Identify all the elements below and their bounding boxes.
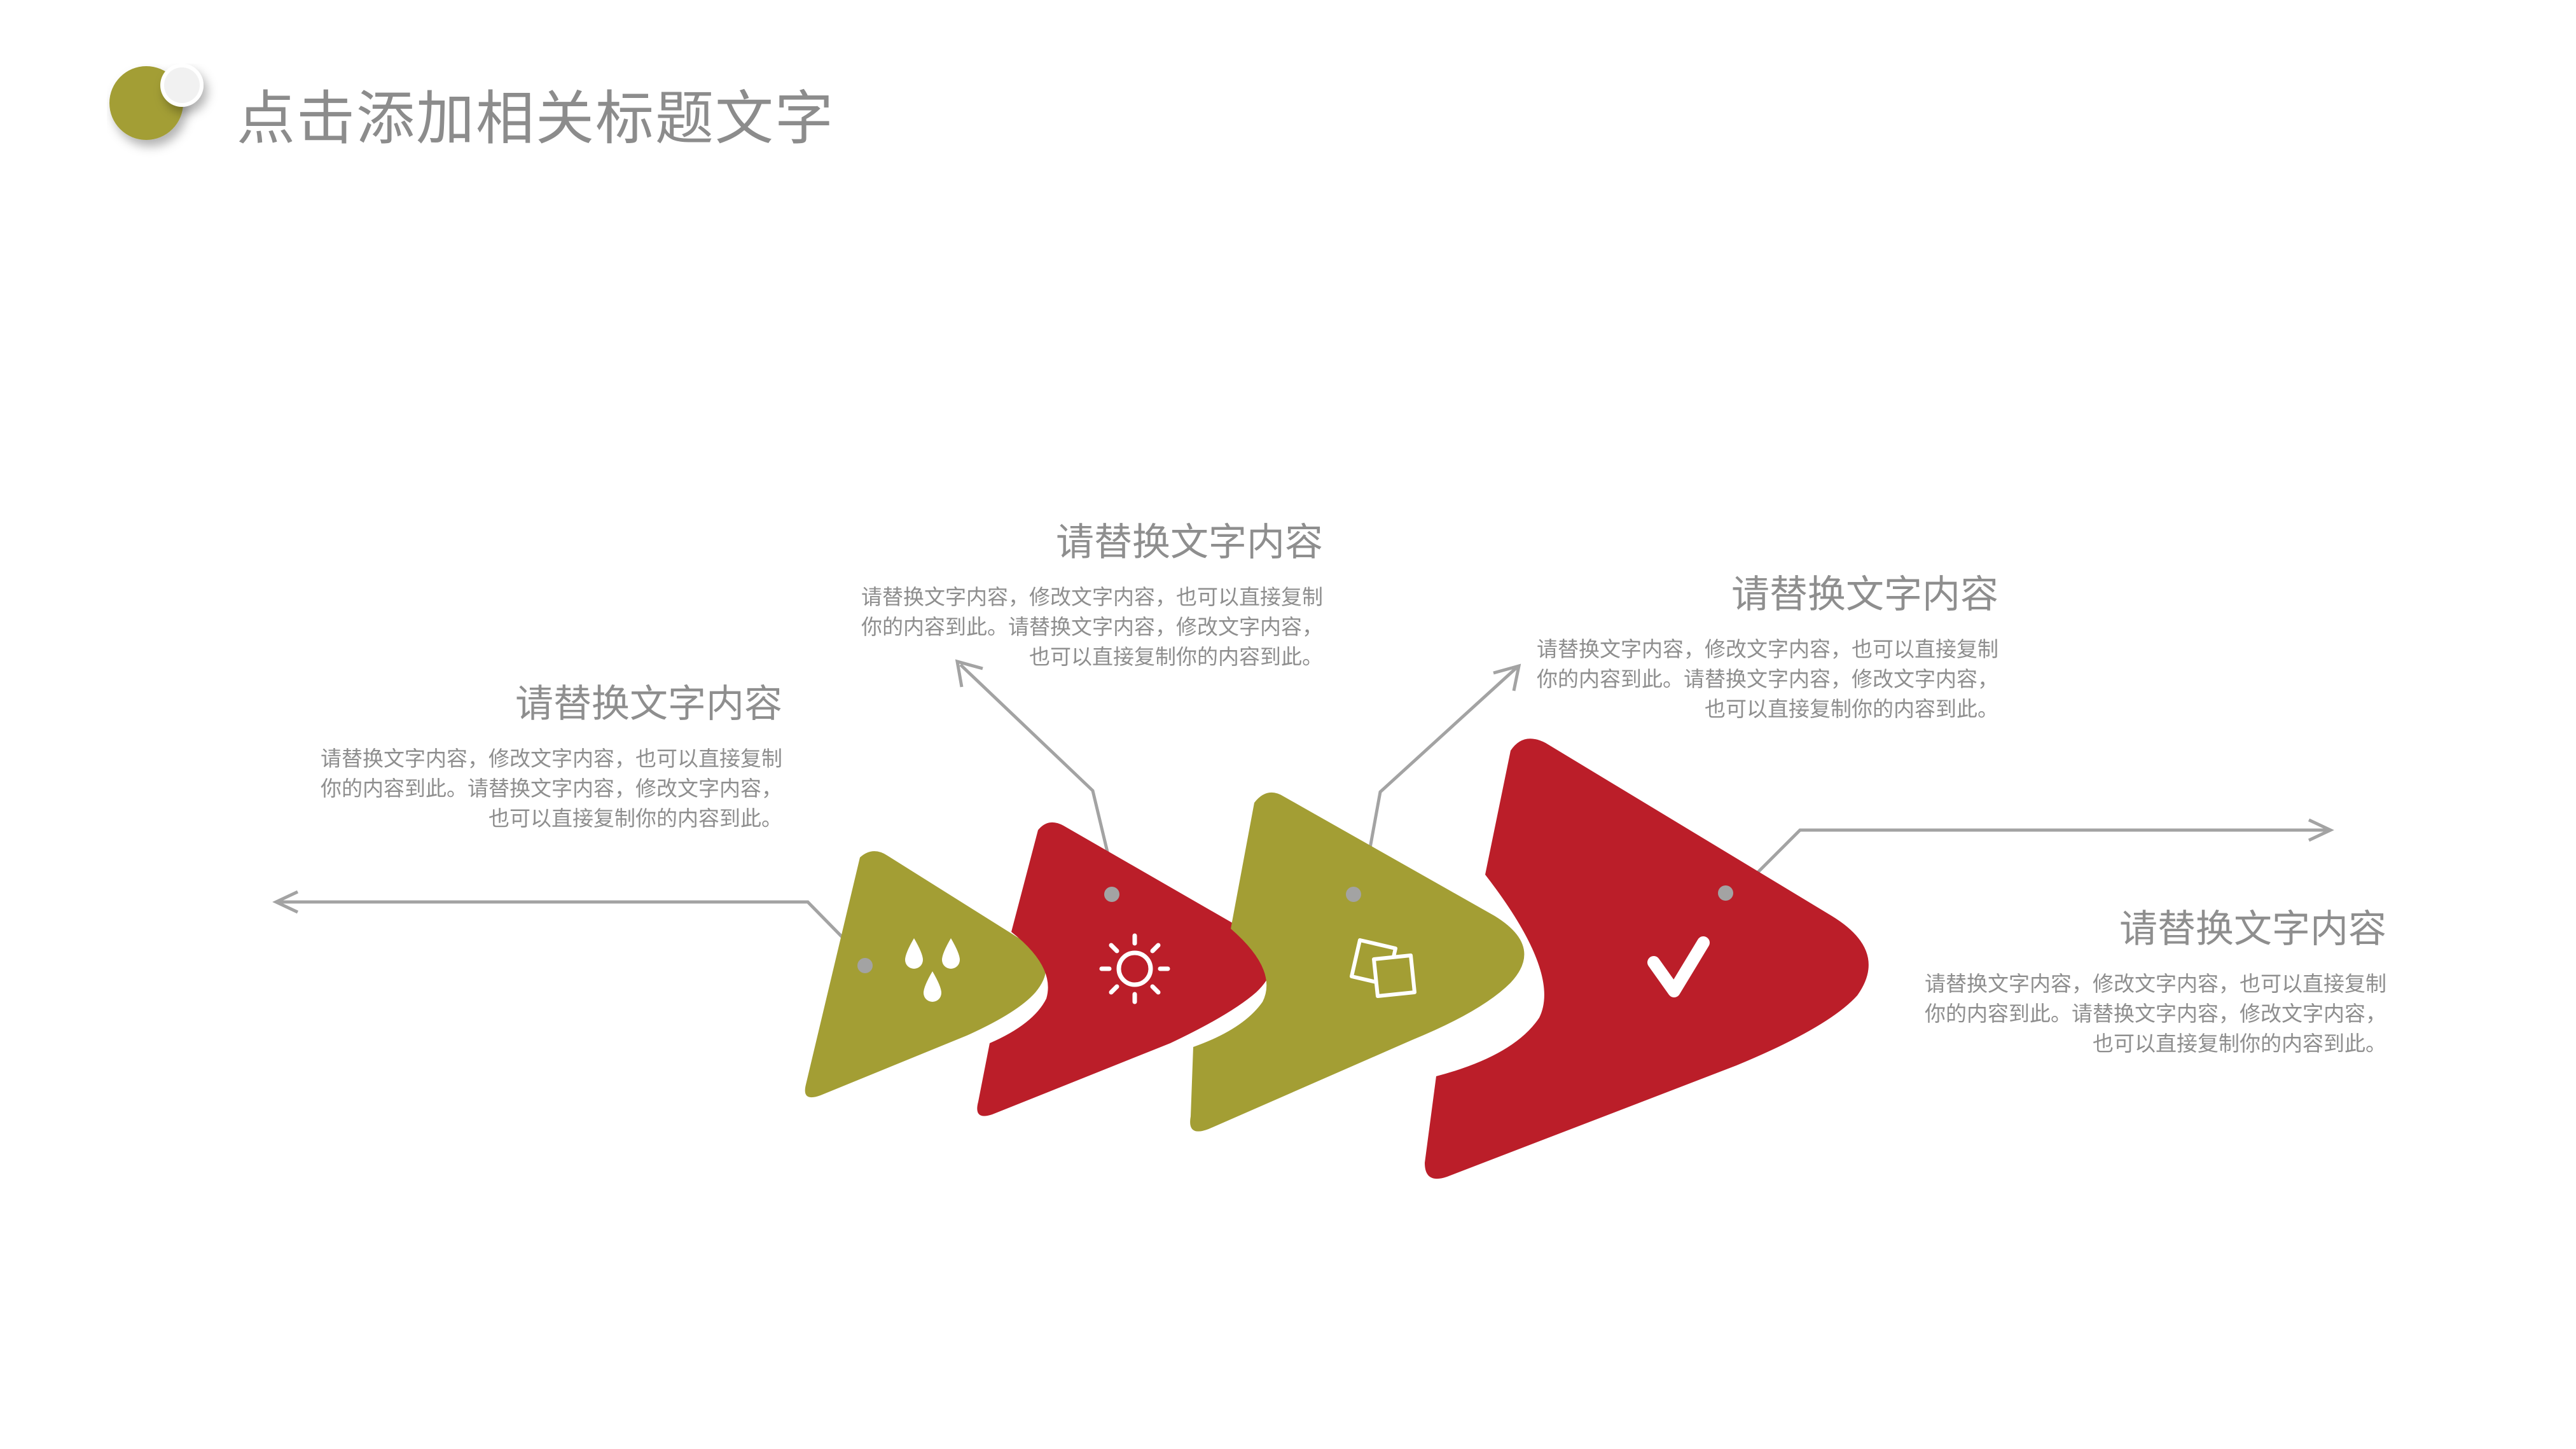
body-line: 你的内容到此。请替换文字内容，修改文字内容，: [861, 614, 1323, 639]
body-line: 也可以直接复制你的内容到此。: [488, 806, 782, 831]
block-heading: 请替换文字内容: [515, 682, 782, 726]
cards-icon: [1350, 938, 1416, 998]
water-drops-icon: [905, 938, 960, 1002]
connector-line-4: [1732, 828, 2328, 898]
title-logo-icon: [109, 64, 204, 140]
connector-dot-1: [857, 958, 873, 973]
step-shape-4: [1425, 738, 1869, 1179]
text-block-3: 请替换文字内容 请替换文字内容，修改文字内容，也可以直接复制 你的内容到此。请替…: [1528, 564, 1998, 724]
connector-dot-4: [1718, 885, 1733, 901]
block-body: 请替换文字内容，修改文字内容，也可以直接复制 你的内容到此。请替换文字内容，修改…: [1916, 969, 2386, 1058]
block-body: 请替换文字内容，修改文字内容，也可以直接复制 你的内容到此。请替换文字内容，修改…: [852, 582, 1323, 672]
body-line: 也可以直接复制你的内容到此。: [1029, 644, 1323, 669]
sun-icon: [1099, 933, 1170, 1004]
arrowhead-up-left: [955, 659, 983, 688]
body-line: 你的内容到此。请替换文字内容，修改文字内容，: [1925, 1001, 2386, 1026]
arrowhead-right: [2308, 818, 2334, 842]
text-block-2: 请替换文字内容 请替换文字内容，修改文字内容，也可以直接复制 你的内容到此。请替…: [852, 511, 1323, 672]
body-line: 也可以直接复制你的内容到此。: [2093, 1031, 2386, 1056]
body-line: 请替换文字内容，修改文字内容，也可以直接复制: [1537, 637, 1998, 662]
block-body: 请替换文字内容，修改文字内容，也可以直接复制 你的内容到此。请替换文字内容，修改…: [1528, 634, 1998, 724]
step-shape-3: [1190, 792, 1525, 1132]
arrowhead-up-right: [1493, 663, 1521, 691]
step-shape-1: [805, 851, 1046, 1098]
block-body: 请替换文字内容，修改文字内容，也可以直接复制 你的内容到此。请替换文字内容，修改…: [312, 744, 782, 833]
block-heading: 请替换文字内容: [1731, 572, 1998, 617]
connector-line-1: [279, 900, 873, 968]
checkmark-icon: [1647, 936, 1710, 997]
step-shape-2: [977, 822, 1272, 1116]
text-block-4: 请替换文字内容 请替换文字内容，修改文字内容，也可以直接复制 你的内容到此。请替…: [1916, 898, 2386, 1058]
connector-dot-2: [1104, 887, 1119, 902]
body-line: 也可以直接复制你的内容到此。: [1705, 697, 1998, 721]
text-block-1: 请替换文字内容 请替换文字内容，修改文字内容，也可以直接复制 你的内容到此。请替…: [312, 673, 782, 833]
arrowhead-left: [272, 890, 299, 914]
block-heading: 请替换文字内容: [1056, 520, 1323, 565]
block-heading: 请替换文字内容: [2119, 907, 2386, 952]
body-line: 请替换文字内容，修改文字内容，也可以直接复制: [321, 746, 782, 771]
body-line: 请替换文字内容，修改文字内容，也可以直接复制: [861, 585, 1323, 609]
connector-dot-3: [1346, 887, 1361, 902]
body-line: 请替换文字内容，修改文字内容，也可以直接复制: [1925, 971, 2386, 996]
body-line: 你的内容到此。请替换文字内容，修改文字内容，: [321, 776, 782, 801]
page-title: 点击添加相关标题文字: [237, 85, 835, 153]
body-line: 你的内容到此。请替换文字内容，修改文字内容，: [1537, 667, 1998, 691]
